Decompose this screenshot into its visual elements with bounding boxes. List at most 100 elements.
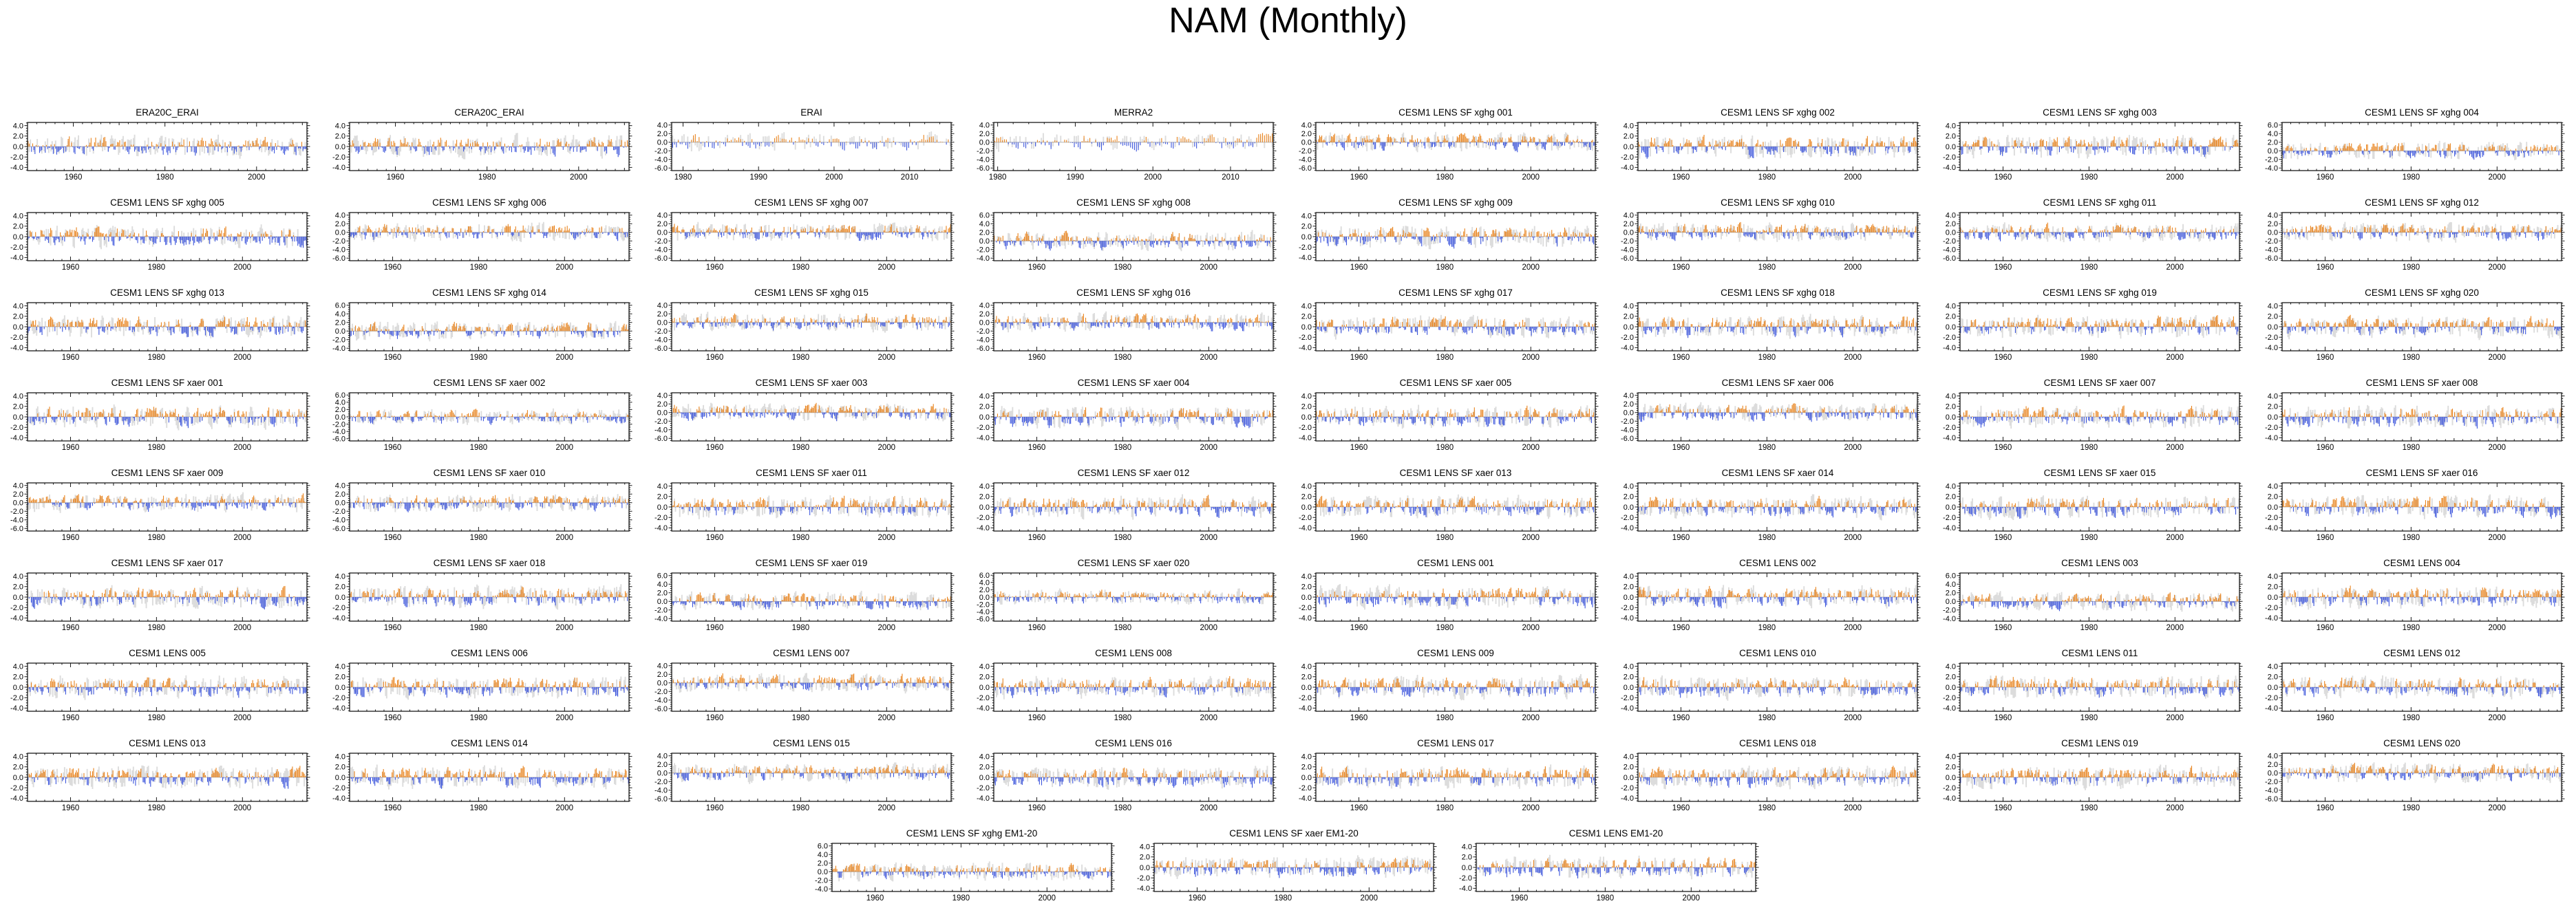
y-tick-label: -6.0 <box>977 616 990 624</box>
positive-bars <box>350 409 629 417</box>
x-tick-label: 1960 <box>62 444 80 451</box>
plot-frame <box>1959 572 2240 622</box>
x-tick-label: 2000 <box>234 354 252 361</box>
subplot-title: CESM1 LENS SF xghg 013 <box>110 288 224 298</box>
y-tick-label: 4.0 <box>335 399 345 407</box>
x-tick-label: 2000 <box>234 804 252 812</box>
subplot-title: CESM1 LENS SF xaer 007 <box>2044 378 2156 388</box>
y-tick-label: -2.0 <box>2265 424 2278 432</box>
y-tick-label: -2.0 <box>10 508 23 516</box>
subplot-canvas: CESM1 LENS SF xaer 015 -4.0-2.00.02.04.0… <box>1943 468 2243 542</box>
positive-bars <box>30 585 295 597</box>
y-tick-label: -2.0 <box>332 604 345 612</box>
subplot-title: CESM1 LENS SF xghg 018 <box>1721 288 1835 298</box>
y-tick-label: 2.0 <box>335 673 345 682</box>
plot-frame <box>1637 302 1918 352</box>
x-tick-label: 1980 <box>156 173 174 181</box>
y-tick-label: -2.0 <box>2265 694 2278 702</box>
y-tick-label: 0.0 <box>2268 684 2278 692</box>
negative-bars <box>994 687 1273 698</box>
subplot-title: CESM1 LENS SF xaer 019 <box>756 558 868 568</box>
y-tick-label: -2.0 <box>332 336 345 345</box>
subplot-canvas: CESM1 LENS SF xaer 006 -6.0-4.0-2.00.02.… <box>1621 378 1921 452</box>
plot-frame <box>831 843 1112 892</box>
x-tick-label: 1980 <box>1758 804 1776 812</box>
positive-bars <box>1316 495 1595 507</box>
subplot-title: CESM1 LENS 014 <box>451 738 528 748</box>
subplot-title: CESM1 LENS SF xghg 012 <box>2365 197 2479 208</box>
x-tick-label: 1980 <box>148 444 166 451</box>
positive-bars <box>37 407 307 417</box>
background-bars <box>1639 402 1918 422</box>
subplot-title: CESM1 LENS 016 <box>1095 738 1172 748</box>
y-tick-label: 4.0 <box>335 310 345 318</box>
subplot-title: CESM1 LENS SF xaer 013 <box>1400 468 1512 478</box>
axis-ticks <box>346 213 632 261</box>
positive-bars <box>2282 585 2562 597</box>
positive-bars <box>994 230 1273 241</box>
plot-frame <box>349 753 630 802</box>
x-tick-label: 1980 <box>2403 714 2420 722</box>
y-tick-label: 4.0 <box>13 392 23 400</box>
y-tick-label: -2.0 <box>1299 604 1312 612</box>
negative-bars <box>674 507 946 516</box>
subplot-canvas: CESM1 LENS SF xghg EM1-20 -4.0-2.00.02.0… <box>815 828 1115 902</box>
y-tick-label: 4.0 <box>1462 843 1472 851</box>
y-tick-label: -2.0 <box>654 237 668 246</box>
x-tick-label: 1960 <box>1994 173 2012 181</box>
x-tick-label: 2000 <box>556 624 574 631</box>
y-tick-label: 0.0 <box>2268 504 2278 512</box>
y-tick-label: 2.0 <box>2268 313 2278 321</box>
negative-bars <box>1316 597 1595 609</box>
x-tick-label: 1960 <box>1994 804 2012 812</box>
negative-bars <box>350 502 628 512</box>
negative-bars <box>28 687 307 698</box>
y-tick-label: 0.0 <box>13 413 23 422</box>
y-tick-label: -4.0 <box>977 524 990 532</box>
y-tick-label: 4.0 <box>1946 482 1956 490</box>
x-tick-label: 1980 <box>1758 624 1776 631</box>
y-tick-label: -6.0 <box>977 345 990 353</box>
y-tick-label: -4.0 <box>10 794 23 803</box>
x-tick-label: 1980 <box>792 714 810 722</box>
x-tick-label: 1980 <box>470 804 488 812</box>
x-tick-label: 1980 <box>2403 354 2420 361</box>
y-tick-label: 4.0 <box>2268 302 2278 310</box>
x-tick-label: 2000 <box>878 444 896 451</box>
x-tick-label: 1980 <box>1436 444 1454 451</box>
y-tick-label: -6.0 <box>1621 255 1634 263</box>
y-tick-label: -2.0 <box>1299 514 1312 522</box>
negative-bars <box>30 147 307 156</box>
positive-bars <box>2286 762 2559 773</box>
y-tick-label: -4.0 <box>332 704 345 713</box>
negative-bars <box>672 601 947 610</box>
y-tick-label: 2.0 <box>2268 403 2278 411</box>
subplot-title: CESM1 LENS SF xaer 012 <box>1078 468 1190 478</box>
axis-ticks <box>24 483 310 531</box>
x-tick-label: 2000 <box>878 714 896 722</box>
x-tick-label: 2000 <box>2489 173 2506 181</box>
y-tick-label: 2.0 <box>13 403 23 411</box>
x-tick-label: 1980 <box>2080 534 2098 541</box>
y-tick-label: 4.0 <box>1946 753 1956 761</box>
figure-title: NAM (Monthly) <box>1169 1 1407 41</box>
y-tick-label: -4.0 <box>1943 434 1956 442</box>
y-tick-label: -4.0 <box>1943 615 1956 623</box>
y-tick-label: -2.0 <box>1621 418 1634 426</box>
positive-bars <box>1317 766 1593 777</box>
y-tick-label: -2.0 <box>10 784 23 792</box>
x-tick-label: 1980 <box>952 894 970 902</box>
negative-bars <box>1961 601 2239 612</box>
negative-bars <box>672 412 951 422</box>
subplot-title: CESM1 LENS 012 <box>2383 648 2460 658</box>
background-bars <box>1315 764 1594 789</box>
plot-frame <box>993 302 1274 352</box>
x-tick-label: 1960 <box>384 804 402 812</box>
x-tick-label: 2000 <box>556 354 574 361</box>
x-tick-label: 2000 <box>2489 263 2506 271</box>
